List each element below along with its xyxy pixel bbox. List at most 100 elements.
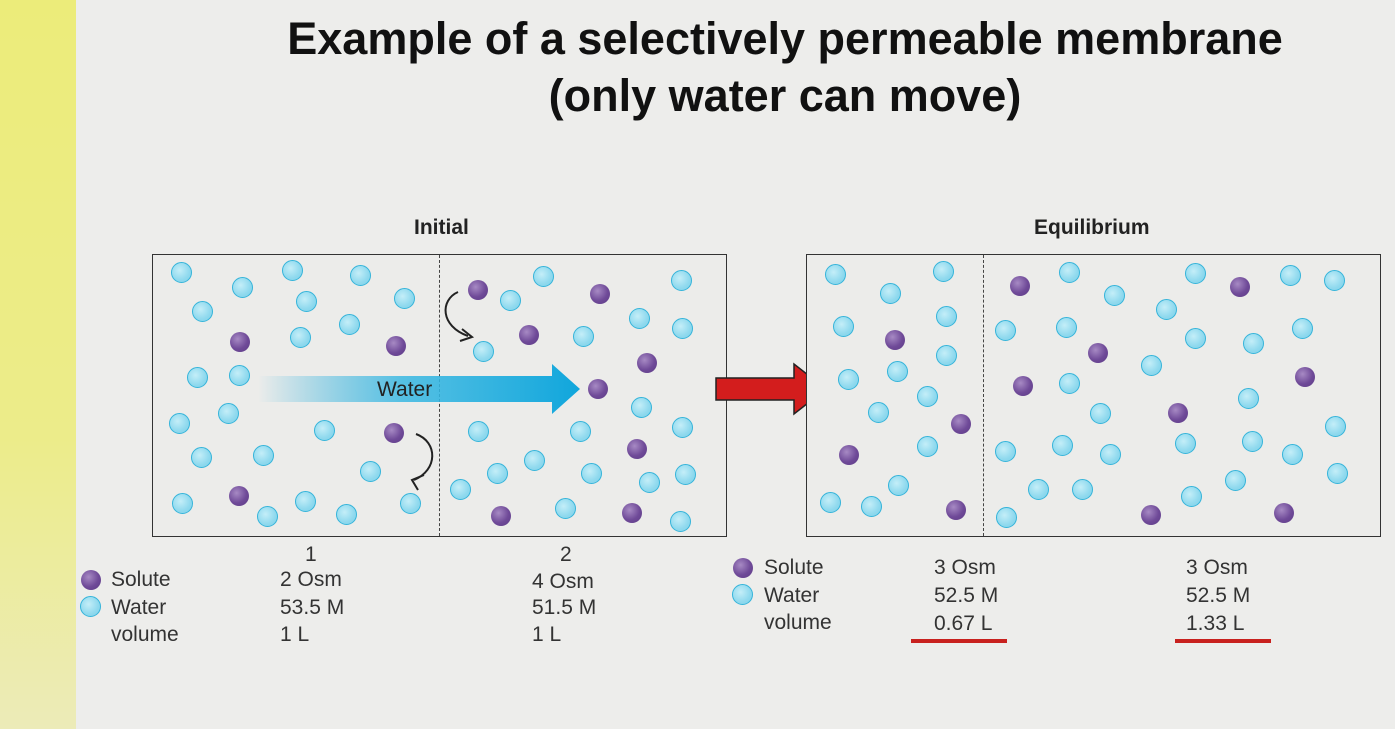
- water-molecule: [487, 463, 508, 484]
- water-molecule: [880, 283, 901, 304]
- water-molecule: [1072, 479, 1093, 500]
- water-molecule: [1104, 285, 1125, 306]
- water-molecule: [1059, 262, 1080, 283]
- curved-arrow-bottom-icon: [410, 433, 434, 491]
- water-molecule: [820, 492, 841, 513]
- solute-particle: [1141, 505, 1161, 525]
- solute-particle: [951, 414, 971, 434]
- initial-container: [152, 254, 727, 537]
- water-molecule: [1282, 444, 1303, 465]
- water-molecule: [191, 447, 212, 468]
- water-molecule: [533, 266, 554, 287]
- water-molecule: [524, 450, 545, 471]
- solute-particle: [622, 503, 642, 523]
- water-molecule: [917, 386, 938, 407]
- water-molecule: [339, 314, 360, 335]
- water-molecule: [672, 318, 693, 339]
- water-molecule: [1243, 333, 1264, 354]
- water-molecule: [671, 270, 692, 291]
- water-molecule: [581, 463, 602, 484]
- water-molecule: [232, 277, 253, 298]
- equilibrium-container: [806, 254, 1381, 537]
- solute-particle: [1013, 376, 1033, 396]
- water-molecule: [257, 506, 278, 527]
- water-molecule: [1238, 388, 1259, 409]
- water-molecule: [995, 441, 1016, 462]
- membrane-equilibrium: [983, 255, 984, 536]
- water-molecule: [336, 504, 357, 525]
- solute-legend-icon: [81, 570, 101, 590]
- solute-particle: [1088, 343, 1108, 363]
- solute-particle: [1230, 277, 1250, 297]
- eq2-volume: 1.33 L: [1186, 612, 1245, 635]
- water-legend-icon: [732, 584, 753, 605]
- curved-arrow-top-icon: [444, 291, 475, 342]
- water-molecule: [282, 260, 303, 281]
- eq1-volume: 0.67 L: [934, 612, 993, 635]
- water-molecule: [360, 461, 381, 482]
- c1-water: 53.5 M: [280, 596, 345, 619]
- c2-osm: 4 Osm: [532, 570, 594, 593]
- solute-particle: [627, 439, 647, 459]
- water-molecule: [887, 361, 908, 382]
- water-molecule: [1181, 486, 1202, 507]
- water-molecule: [1059, 373, 1080, 394]
- legend-solute-label: Solute: [764, 556, 824, 579]
- water-molecule: [1292, 318, 1313, 339]
- water-molecule: [1100, 444, 1121, 465]
- eq2-osm: 3 Osm: [1186, 556, 1248, 579]
- legend-solute-label: Solute: [111, 568, 171, 591]
- equilibrium-label: Equilibrium: [1034, 216, 1150, 239]
- water-molecule: [290, 327, 311, 348]
- eq1-water: 52.5 M: [934, 584, 999, 607]
- solute-particle: [590, 284, 610, 304]
- water-molecule: [500, 290, 521, 311]
- legend-water-label: Water: [764, 584, 820, 607]
- solute-particle: [588, 379, 608, 399]
- solute-particle: [1274, 503, 1294, 523]
- water-molecule: [639, 472, 660, 493]
- water-molecule: [1185, 328, 1206, 349]
- water-molecule: [833, 316, 854, 337]
- solute-particle: [230, 332, 250, 352]
- eq1-volume-underline: [911, 639, 1007, 643]
- water-molecule: [933, 261, 954, 282]
- water-molecule: [672, 417, 693, 438]
- eq2-water: 52.5 M: [1186, 584, 1251, 607]
- water-molecule: [825, 264, 846, 285]
- solute-particle: [519, 325, 539, 345]
- water-molecule: [573, 326, 594, 347]
- legend-volume-label: volume: [764, 611, 832, 634]
- slide-title: Example of a selectively permeable membr…: [180, 10, 1390, 124]
- water-molecule: [192, 301, 213, 322]
- water-molecule: [394, 288, 415, 309]
- water-molecule: [229, 365, 250, 386]
- water-molecule: [1028, 479, 1049, 500]
- water-molecule: [172, 493, 193, 514]
- water-molecule: [670, 511, 691, 532]
- water-molecule: [1225, 470, 1246, 491]
- water-molecule: [1325, 416, 1346, 437]
- water-molecule: [1242, 431, 1263, 452]
- title-line-1: Example of a selectively permeable membr…: [287, 13, 1283, 64]
- water-molecule: [1056, 317, 1077, 338]
- water-molecule: [888, 475, 909, 496]
- solute-legend-icon: [733, 558, 753, 578]
- solute-particle: [1010, 276, 1030, 296]
- water-molecule: [295, 491, 316, 512]
- water-molecule: [1327, 463, 1348, 484]
- water-molecule: [1324, 270, 1345, 291]
- water-molecule: [1175, 433, 1196, 454]
- eq1-osm: 3 Osm: [934, 556, 996, 579]
- water-molecule: [629, 308, 650, 329]
- water-molecule: [169, 413, 190, 434]
- water-molecule: [468, 421, 489, 442]
- water-molecule: [675, 464, 696, 485]
- initial-label: Initial: [414, 216, 469, 239]
- legend-volume-label: volume: [111, 623, 179, 646]
- water-molecule: [218, 403, 239, 424]
- solute-particle: [946, 500, 966, 520]
- water-molecule: [1090, 403, 1111, 424]
- water-molecule: [253, 445, 274, 466]
- solute-particle: [386, 336, 406, 356]
